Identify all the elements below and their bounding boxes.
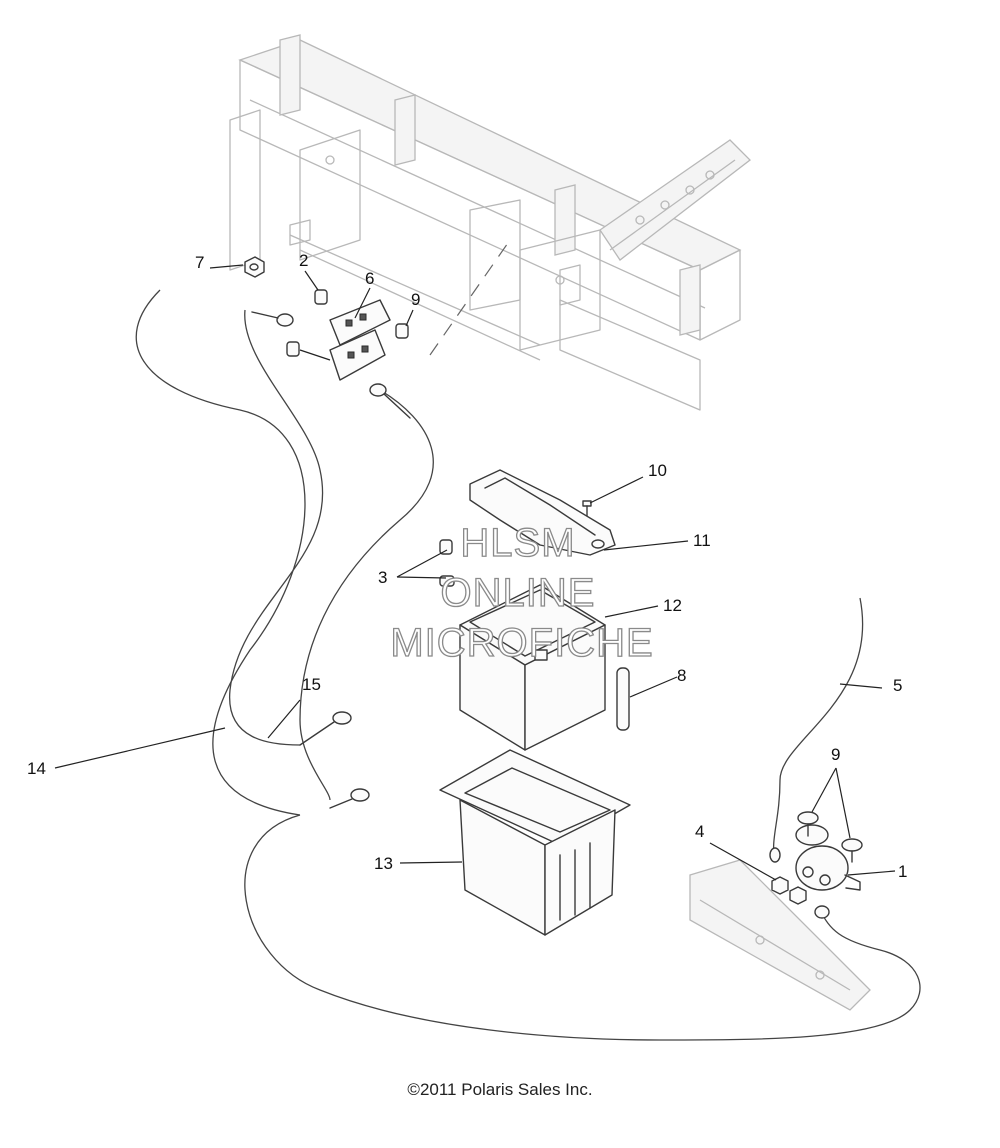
part-9-screws-lower bbox=[797, 811, 863, 863]
lug-cable-14 bbox=[251, 311, 294, 327]
part-11-hold-down-bracket bbox=[469, 469, 616, 556]
lug-cable-15 bbox=[299, 711, 352, 746]
part-13-battery-box bbox=[439, 749, 631, 936]
callout-11: 11 bbox=[693, 531, 711, 550]
part-1-solenoid bbox=[689, 824, 871, 1011]
callout-12: 12 bbox=[663, 596, 682, 615]
callout-8: 8 bbox=[677, 666, 686, 685]
callout-15: 15 bbox=[302, 675, 321, 694]
watermark-line-2: ONLINE bbox=[441, 571, 596, 615]
lug-solenoid-ground bbox=[814, 905, 830, 919]
watermark: HLSM ONLINE MICROFICHE bbox=[390, 520, 654, 665]
callout-7: 7 bbox=[195, 253, 204, 272]
part-6-terminal-block bbox=[329, 299, 391, 381]
cable-14 bbox=[135, 289, 306, 816]
part-4-nuts bbox=[771, 876, 807, 905]
terminal-lugs bbox=[251, 311, 830, 919]
callout-9-lower: 9 bbox=[831, 745, 840, 764]
callout-13: 13 bbox=[374, 854, 393, 873]
part-9-nut-upper bbox=[395, 323, 409, 339]
cables bbox=[135, 289, 921, 1041]
callout-labels: 7 2 6 9 10 11 3 12 8 5 15 9 14 4 13 1 bbox=[27, 251, 907, 881]
cable-5 bbox=[772, 597, 864, 861]
callout-6: 6 bbox=[365, 269, 374, 288]
cable-upper-lug bbox=[299, 389, 434, 801]
part-3-terminal-bolts bbox=[439, 539, 455, 587]
cable-15 bbox=[229, 309, 324, 746]
copyright-notice: ©2011 Polaris Sales Inc. bbox=[407, 1080, 593, 1099]
part-7-nut bbox=[244, 256, 265, 278]
watermark-line-1: HLSM bbox=[460, 521, 575, 565]
callout-9-upper: 9 bbox=[411, 290, 420, 309]
part-10-screw bbox=[582, 500, 592, 517]
part-2-bolts bbox=[286, 289, 328, 357]
lug-top bbox=[369, 383, 411, 419]
frame-assembly bbox=[229, 34, 751, 411]
lug-battery-neg bbox=[329, 788, 370, 809]
part-8-vent-tube bbox=[616, 667, 630, 731]
callout-3: 3 bbox=[378, 568, 387, 587]
callout-4: 4 bbox=[695, 822, 704, 841]
callout-2: 2 bbox=[299, 251, 308, 270]
callout-14: 14 bbox=[27, 759, 46, 778]
leader-lines bbox=[54, 264, 896, 881]
watermark-line-3: MICROFICHE bbox=[390, 621, 653, 665]
cable-14-lower bbox=[244, 814, 921, 1041]
callout-1: 1 bbox=[898, 862, 907, 881]
callout-5: 5 bbox=[893, 676, 902, 695]
part-12-battery bbox=[459, 584, 606, 751]
callout-10: 10 bbox=[648, 461, 667, 480]
lug-cable-5 bbox=[769, 847, 781, 863]
